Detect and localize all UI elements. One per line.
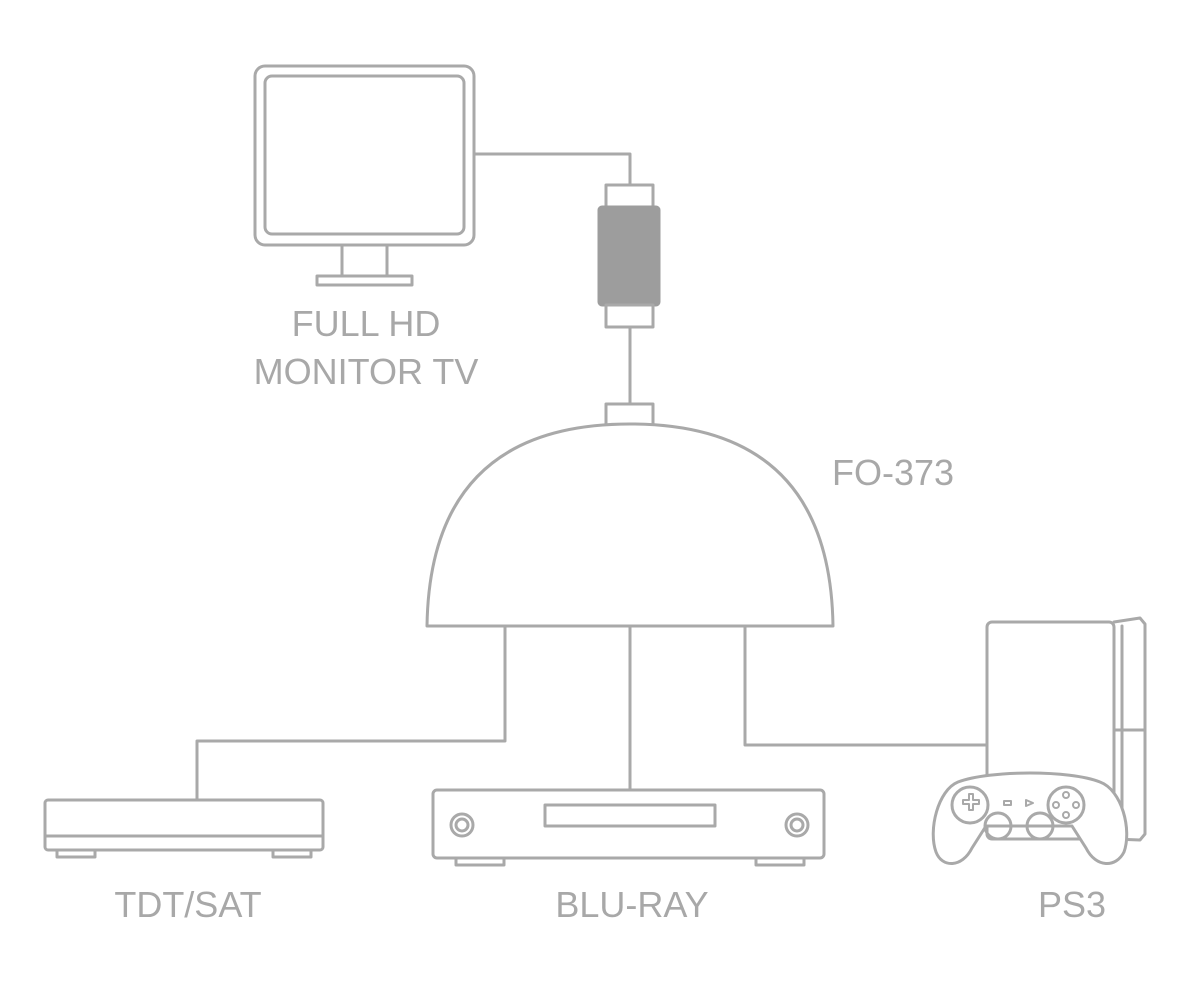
ps3-cable [743, 624, 992, 747]
switch-label: FO-373 [832, 452, 954, 493]
hdmi-switch-dome-icon [425, 402, 835, 628]
monitor-tv-icon [253, 64, 476, 287]
bluray-label: BLU-RAY [555, 884, 708, 925]
tdt-sat-cable [195, 624, 507, 802]
hdmi-cable-connector-icon [597, 183, 661, 329]
monitor-label-line2: MONITOR TV [254, 351, 479, 392]
bluray-player-icon [431, 788, 826, 867]
set-top-box-icon [43, 798, 325, 859]
ps3-label: PS3 [1038, 884, 1106, 925]
monitor-label-line1: FULL HD [292, 303, 441, 344]
monitor-cable [472, 152, 632, 187]
gamepad-icon [931, 771, 1129, 865]
tdt-sat-label: TDT/SAT [114, 884, 261, 925]
